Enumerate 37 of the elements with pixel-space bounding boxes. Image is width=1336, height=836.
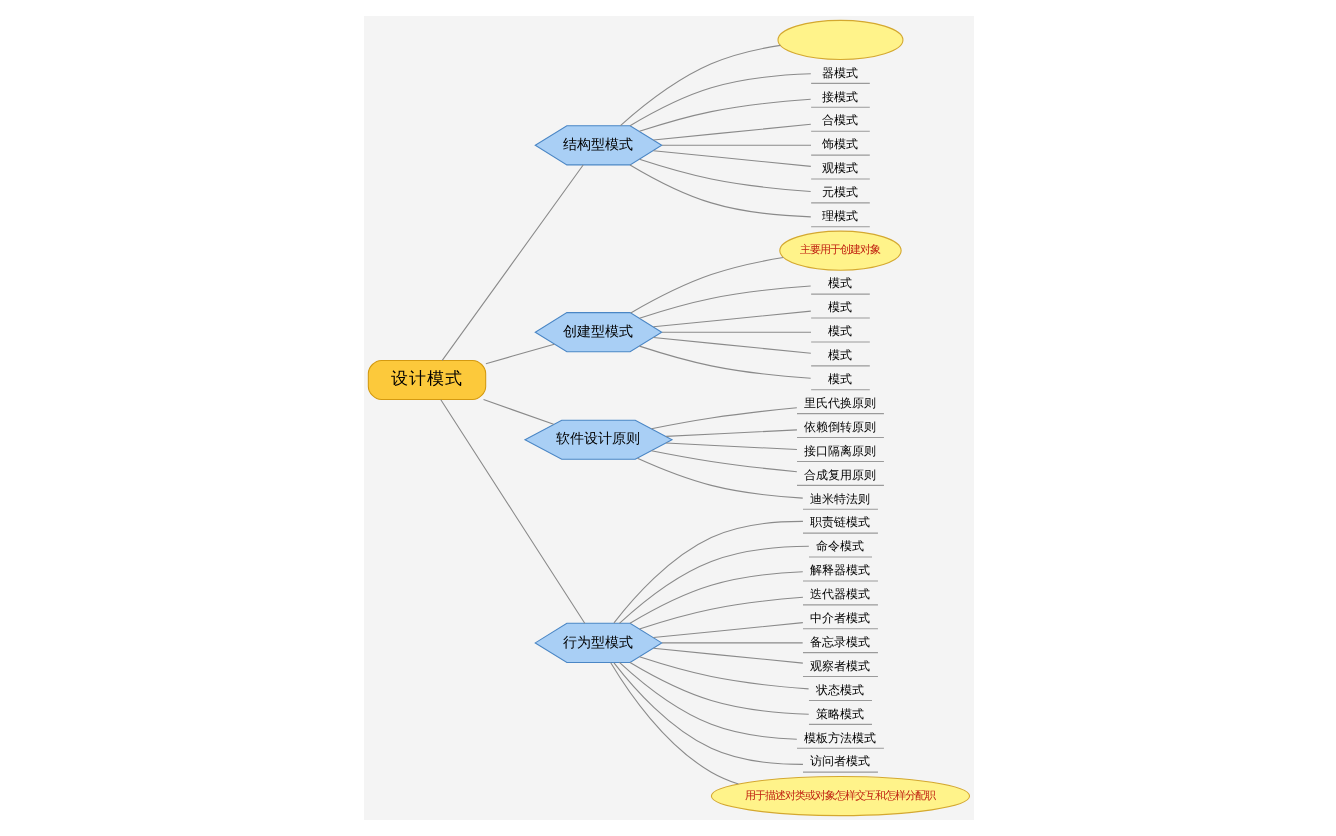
connector	[617, 545, 809, 624]
connector	[628, 73, 811, 127]
connector	[651, 337, 811, 354]
connector	[628, 571, 803, 624]
connector	[651, 150, 811, 167]
node-box: 设计模式	[366, 359, 486, 401]
connector	[629, 257, 783, 314]
connector	[628, 661, 809, 715]
connector	[637, 285, 811, 319]
connector	[637, 98, 811, 132]
connector	[660, 144, 811, 146]
connector	[651, 622, 803, 639]
connector	[637, 596, 803, 630]
connector	[660, 331, 811, 333]
connector	[439, 399, 585, 624]
connector	[609, 662, 738, 785]
connector	[637, 656, 809, 690]
connector	[635, 457, 803, 499]
connector	[440, 164, 583, 361]
connector	[651, 310, 811, 328]
connector	[628, 164, 811, 218]
connector	[612, 662, 803, 765]
connector	[618, 44, 780, 127]
node-ellipse	[776, 19, 903, 61]
connector	[482, 399, 554, 425]
connector	[649, 407, 797, 430]
connector	[651, 123, 811, 141]
connector	[664, 442, 797, 451]
connector	[617, 661, 797, 740]
connector	[664, 429, 797, 437]
connector	[637, 345, 811, 379]
connector	[637, 158, 811, 192]
connector	[649, 450, 797, 473]
connector	[660, 642, 803, 644]
connector	[612, 520, 803, 624]
connector	[651, 647, 803, 664]
connector	[484, 343, 554, 365]
